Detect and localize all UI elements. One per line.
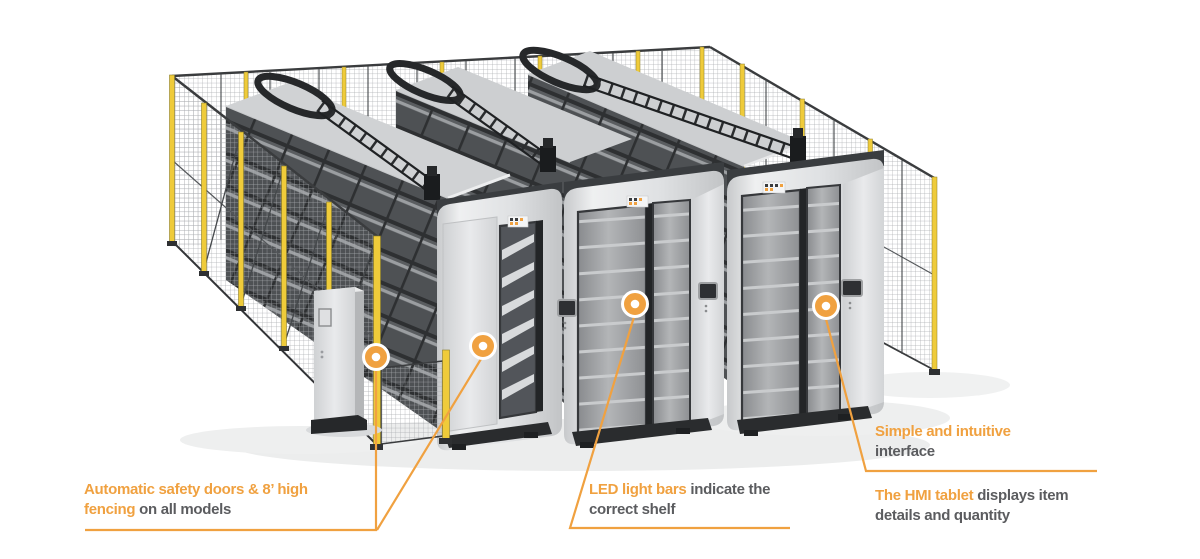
callout-marker-led[interactable] — [621, 290, 649, 318]
callout-line-led — [568, 316, 790, 530]
safety-gate — [370, 235, 452, 450]
callout-hmi-highlight: The HMI tablet — [875, 487, 974, 504]
machine-1-carousel-track — [254, 72, 440, 200]
callout-line-interface — [824, 318, 1097, 473]
callout-interface-highlight: Simple and intuitive — [875, 423, 1011, 440]
callout-marker-hmi[interactable] — [812, 292, 840, 320]
callout-text-safety: Automatic safety doors & 8’ high fencing… — [84, 480, 346, 520]
callout-led-highlight: LED light bars — [589, 481, 687, 498]
callout-text-hmi: The HMI tablet displays item details and… — [875, 486, 1101, 526]
callout-safety-highlight: Automatic safety doors & 8’ high fencing — [84, 481, 308, 518]
machine-1-solid-door — [443, 217, 497, 432]
callout-marker-safety-fence[interactable] — [362, 343, 390, 371]
hmi-tablet-machine-3 — [841, 279, 863, 310]
callout-text-led: LED light bars indicate the correct shel… — [589, 480, 801, 520]
hanel-logo-machine-3 — [762, 181, 786, 194]
callout-led-rest: indicate the correct shelf — [589, 481, 771, 518]
hmi-tablet-machine-2 — [698, 282, 718, 313]
control-cabinet — [306, 287, 382, 437]
callout-line-safety — [85, 358, 482, 532]
callout-interface-rest: interface — [875, 443, 935, 460]
callout-lines — [85, 316, 1097, 532]
callout-text-interface: Simple and intuitive interface — [875, 422, 1037, 462]
callout-hmi-rest: displays item details and quantity — [875, 487, 1069, 524]
machine-2-carousel-track — [386, 59, 556, 172]
machine-3-carousel-track — [519, 46, 806, 164]
callout-markers — [362, 290, 840, 371]
hanel-logo-machine-2 — [626, 195, 649, 208]
hanel-logo-machine-1 — [507, 215, 529, 228]
hmi-tablet-machine-1 — [557, 299, 577, 330]
callout-marker-safety-door[interactable] — [469, 332, 497, 360]
callout-safety-rest: on all models — [139, 501, 232, 518]
